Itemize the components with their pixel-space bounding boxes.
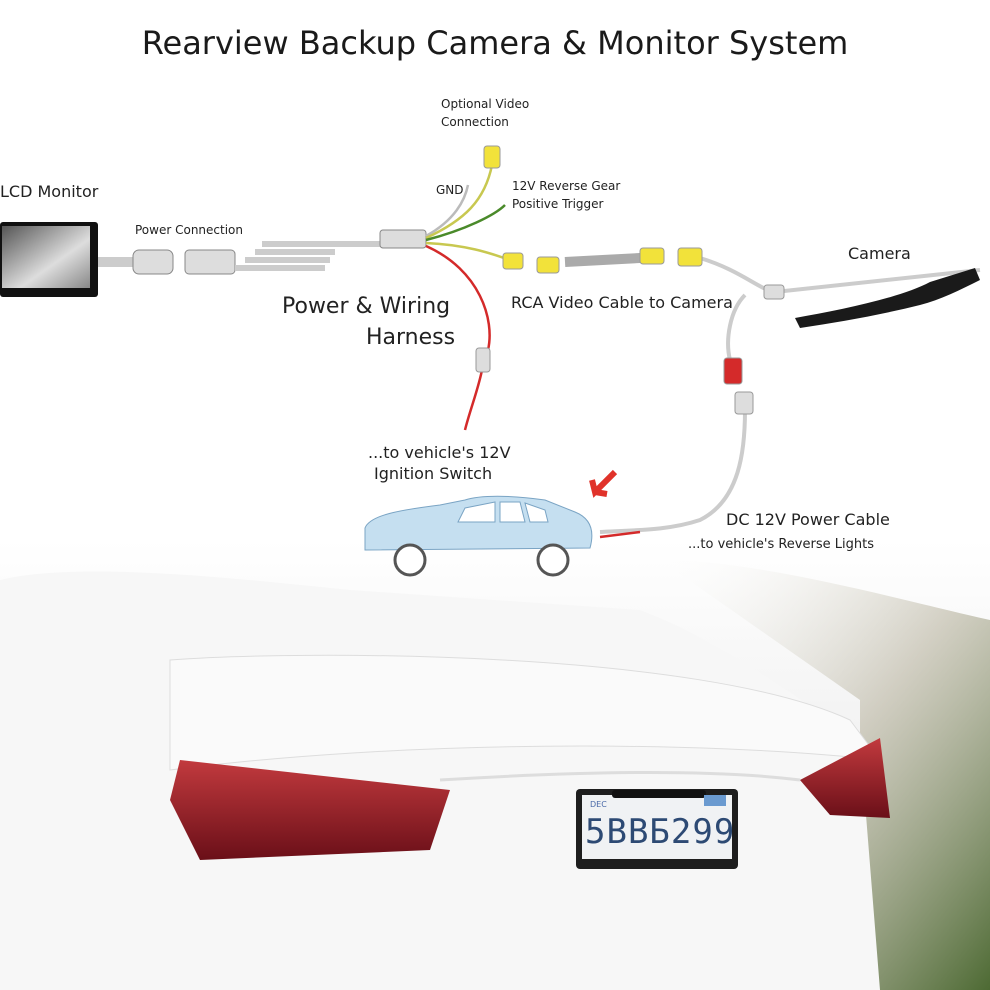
label-reverse-trigger-2: Positive Trigger [512,197,604,211]
plate-number: 5BBБ299 [585,812,736,852]
wires [425,164,981,539]
label-lcd-monitor: LCD Monitor [0,182,99,201]
label-camera: Camera [848,244,911,263]
label-dc-power: DC 12V Power Cable [726,510,890,529]
power-wire [425,244,491,351]
label-ignition-1: ...to vehicle's 12V [368,443,511,462]
label-harness-1: Power & Wiring [282,294,451,319]
label-reverse-lights: ...to vehicle's Reverse Lights [688,537,874,552]
label-optional-video-2: Connection [441,115,509,129]
label-ignition-2: Ignition Switch [374,464,493,483]
power-connection [98,229,427,275]
lcd-monitor-image [0,222,98,297]
label-power-connection: Power Connection [135,223,243,237]
arrow-icon [589,469,618,498]
dc-power-cable [599,409,747,534]
label-harness-2: Harness [366,325,456,350]
plate-camera [612,790,706,798]
label-optional-video-1: Optional Video [441,97,530,111]
label-rca-cable: RCA Video Cable to Camera [511,293,733,312]
label-gnd: GND [436,183,464,197]
vehicle-illustration [364,495,593,577]
car-photo [0,540,990,990]
right-taillight [800,738,890,818]
camera-image [795,268,980,328]
rca-connectors [475,145,785,415]
plate-month: DEC [590,800,607,809]
optional-video-wire [425,164,494,240]
label-reverse-trigger-1: 12V Reverse Gear [512,179,621,193]
left-taillight [170,760,450,860]
gnd-wire [425,184,470,238]
page-title: Rearview Backup Camera & Monitor System [141,24,849,62]
trigger-wire [425,204,506,242]
trees-background [660,560,990,990]
plate-sticker [704,795,726,806]
